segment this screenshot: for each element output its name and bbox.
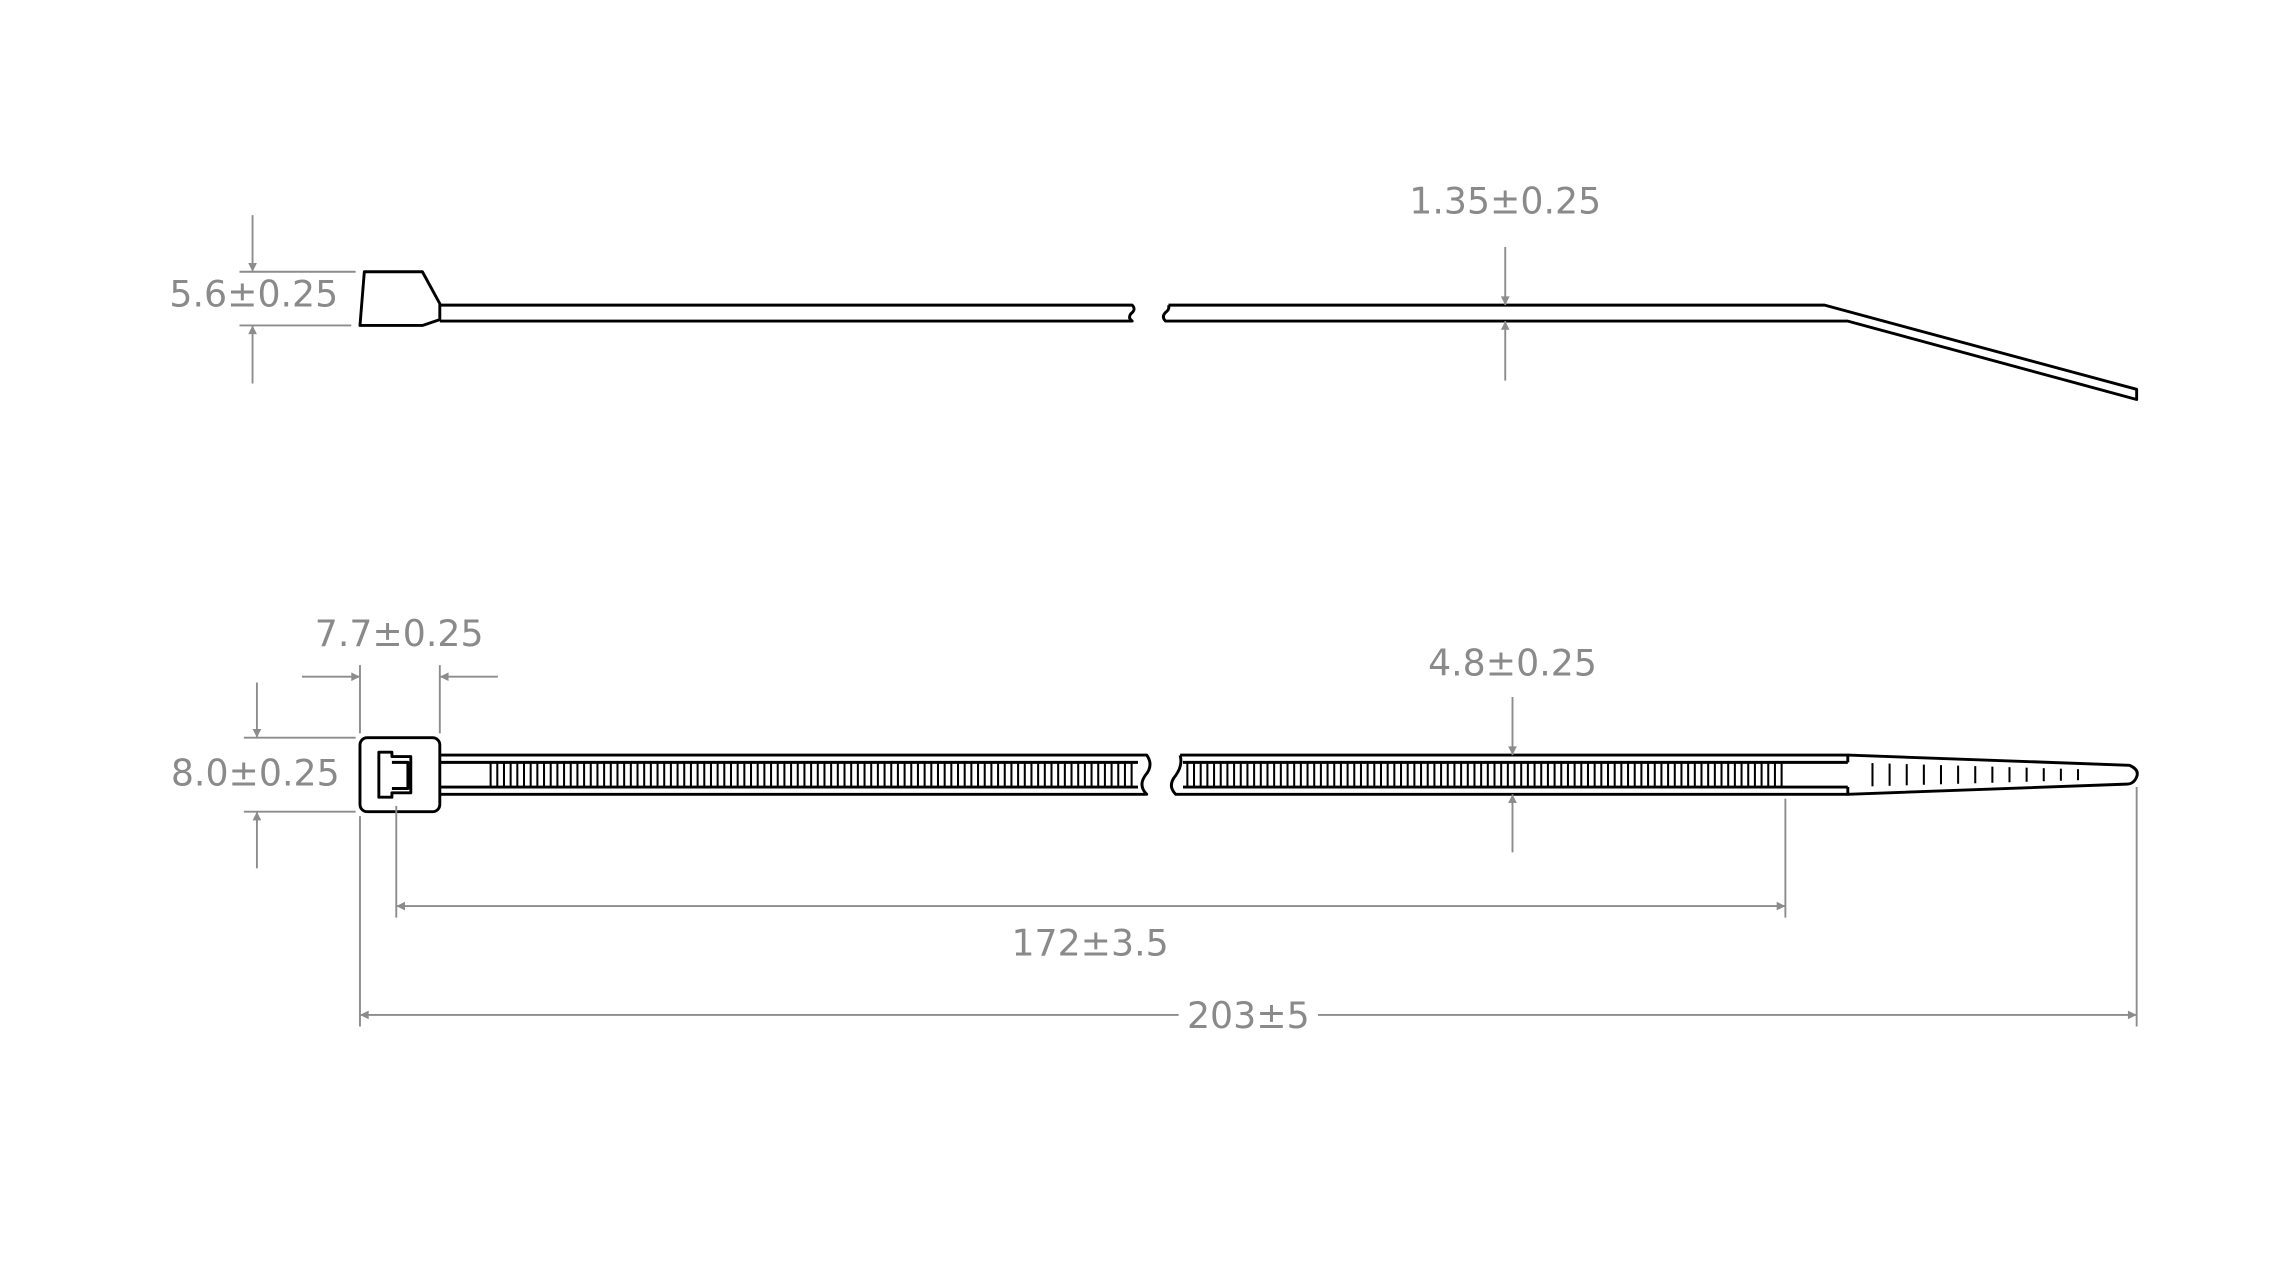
pawl-opening bbox=[377, 750, 413, 799]
dim-label: 172±3.5 bbox=[1011, 921, 1168, 964]
serrations bbox=[489, 762, 1783, 788]
strap-right bbox=[1169, 753, 1850, 796]
dim-label: 203±5 bbox=[1187, 994, 1310, 1037]
dim-head-width: 8.0±0.25 bbox=[171, 682, 356, 869]
dim-label: 1.35±0.25 bbox=[1409, 180, 1601, 223]
strap-left bbox=[439, 753, 1152, 796]
dim-label: 7.7±0.25 bbox=[315, 612, 484, 655]
dim-label: 4.8±0.25 bbox=[1428, 641, 1597, 684]
dim-head-height-side: 5.6±0.25 bbox=[169, 215, 356, 384]
dim-head-length: 7.7±0.25 bbox=[301, 612, 498, 734]
side-strap-left bbox=[439, 303, 1136, 323]
dim-overall-length: 203±5 bbox=[359, 787, 2138, 1037]
dim-strap-thickness: 1.35±0.25 bbox=[1409, 180, 1601, 381]
top-view: 7.7±0.25 8.0±0.25 4.8±0.25 172±3.5 203±5 bbox=[171, 612, 2139, 1037]
side-strap-right bbox=[1161, 303, 2139, 401]
tie-head bbox=[358, 736, 442, 814]
tail-grips bbox=[1871, 763, 2080, 787]
dim-serrated-length: 172±3.5 bbox=[395, 798, 1787, 964]
dim-strap-width: 4.8±0.25 bbox=[1428, 641, 1597, 853]
dim-label: 8.0±0.25 bbox=[171, 752, 340, 795]
dim-label: 5.6±0.25 bbox=[169, 273, 338, 316]
side-head bbox=[358, 270, 442, 327]
tail bbox=[1847, 753, 2139, 796]
side-view: 5.6±0.25 1.35±0.25 bbox=[169, 180, 2139, 401]
